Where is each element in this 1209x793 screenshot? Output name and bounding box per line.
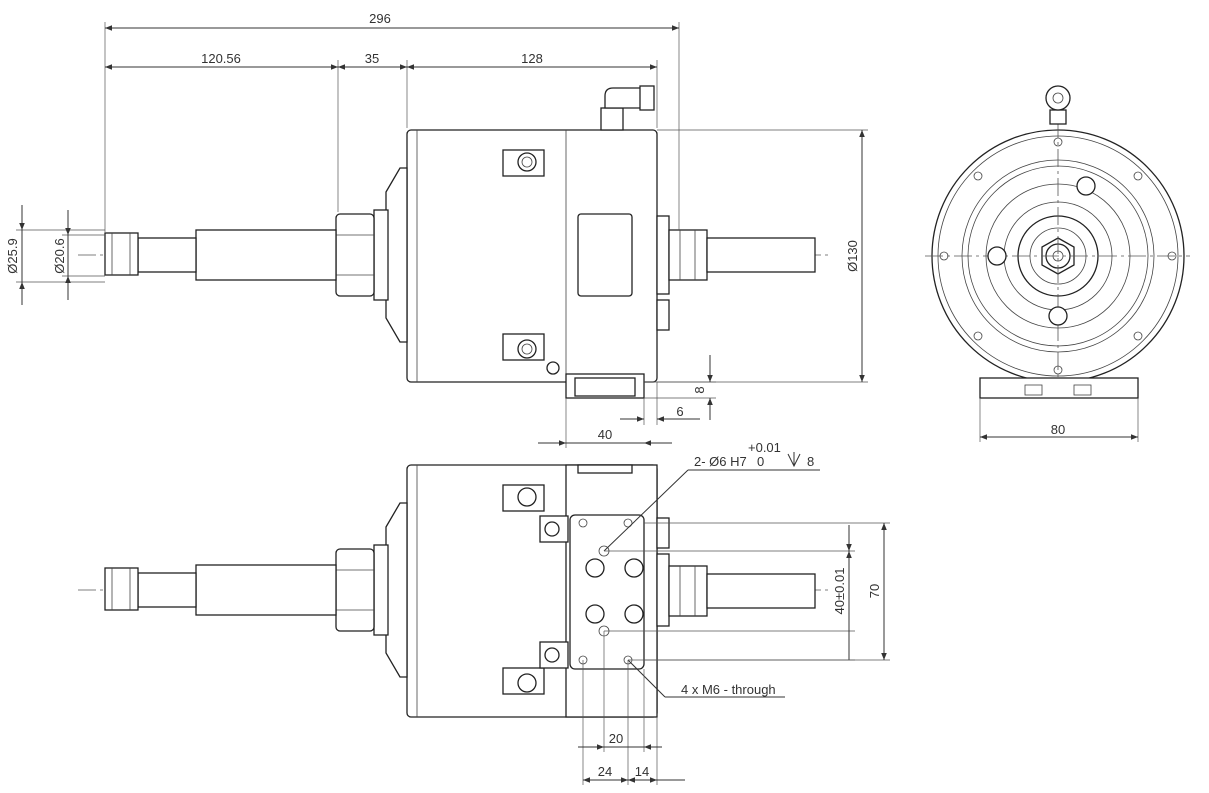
- dim-base-width-side: 40: [598, 427, 612, 442]
- dim-body-dia: Ø130: [845, 240, 860, 272]
- dim-body-length: 128: [521, 51, 543, 66]
- dim-hole-spacing-24: 24: [598, 764, 612, 779]
- side-view-bottom: [78, 464, 830, 718]
- note-thread-spec: 4 x M6 - through: [681, 682, 776, 697]
- dim-base-width-front: 80: [1051, 422, 1065, 437]
- dimensions-top-view: 296 120.56 35 128 Ø25.9 Ø20.6 Ø130 8: [5, 11, 868, 448]
- dim-base-offset: 6: [676, 404, 683, 419]
- front-view: 80: [925, 85, 1190, 442]
- dim-base-height: 8: [692, 386, 707, 393]
- note-pin-hole-spec: 2- Ø6 H7: [694, 454, 747, 469]
- dim-collet-inner-dia: Ø20.6: [52, 238, 67, 273]
- dim-overall-length: 296: [369, 11, 391, 26]
- dim-collet-length: 120.56: [201, 51, 241, 66]
- note-pin-depth: 8: [807, 454, 814, 469]
- dim-hole-pitch: 40±0.01: [832, 568, 847, 615]
- dimensions-bottom-view: 2- Ø6 H7 +0.01 0 8 4 x M6 - through 40±0…: [578, 440, 890, 785]
- dim-collet-outer-dia: Ø25.9: [5, 238, 20, 273]
- dim-plate-height: 70: [867, 584, 882, 598]
- side-view-top: [78, 85, 830, 399]
- dim-nut-length: 35: [365, 51, 379, 66]
- note-pin-tol-upper: +0.01: [748, 440, 781, 455]
- note-pin-tol-lower: 0: [757, 454, 764, 469]
- dim-hole-spacing-20: 20: [609, 731, 623, 746]
- dim-edge-14: 14: [635, 764, 649, 779]
